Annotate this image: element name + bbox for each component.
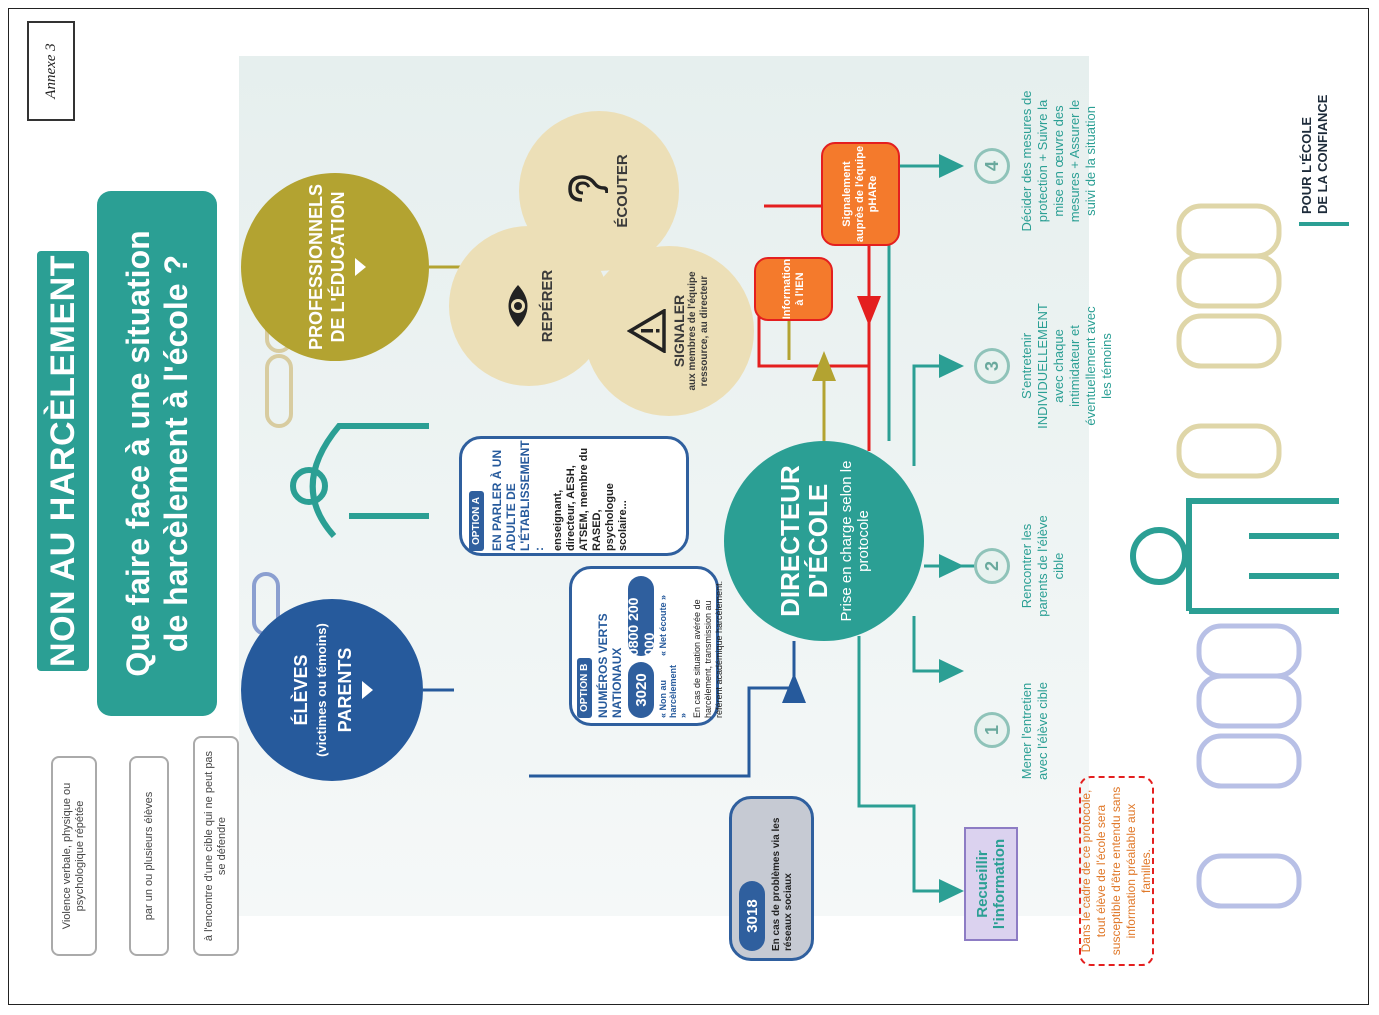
signaler-label: SIGNALER	[671, 294, 687, 368]
connector-lines	[423, 154, 1009, 903]
number-3018: 3018	[739, 881, 765, 951]
ear-icon	[567, 175, 608, 202]
students-parents-circle: ÉLÈVES (victimes ou témoins) PARENTS	[241, 599, 423, 781]
ien-box: Information à l'IEN	[754, 257, 833, 321]
step-2-badge: 2	[974, 548, 1010, 584]
phare-box: Signalement auprès de l'équipe pHARe	[821, 142, 900, 246]
person-icon	[1176, 313, 1282, 369]
step-2-text: Rencontrer les parents de l'élève cible	[1019, 515, 1066, 617]
definition-defenceless-target: à l'encontre d'une cible qui ne peut pas…	[193, 736, 239, 956]
ecouter-label: ÉCOUTER	[613, 154, 631, 228]
recueillir-box: Recueillir l'information	[964, 827, 1018, 941]
option-a-detail: enseignant, directeur, AESH, ATSEM, memb…	[552, 447, 629, 551]
person-icon	[265, 354, 293, 428]
number-3020-label: « Non au harcèlement »	[658, 664, 688, 718]
protocol-note: Dans le cadre de ce protocole, tout élèv…	[1079, 776, 1154, 966]
reperer-label: REPÉRER	[538, 269, 556, 343]
step-3-text: S'entretenir INDIVIDUELLEMENT avec chaqu…	[1019, 303, 1114, 429]
page-title: NON AU HARCÈLEMENT	[37, 251, 89, 671]
option-b-content: OPTION B NUMÉROS VERTS NATIONAUX 3020 08…	[577, 573, 724, 718]
step-1-text: Mener l'entretien avec l'élève cible	[1019, 682, 1050, 780]
definition-repeated-violence: Violence verbale, physique ou psychologi…	[51, 756, 97, 956]
person-icon	[1196, 623, 1302, 679]
eleves-label: ÉLÈVES	[291, 654, 311, 726]
profs-label-2: DE L'ÉDUCATION	[327, 191, 348, 343]
petal-reperer: REPÉRER	[449, 226, 609, 386]
brand-line-1: POUR L'ÉCOLE	[1299, 117, 1314, 214]
poster-canvas: Annexe 3 NON AU HARCÈLEMENT Que faire fa…	[9, 9, 1368, 1004]
poster-frame: Annexe 3 NON AU HARCÈLEMENT Que faire fa…	[8, 8, 1369, 1005]
option-a-heading: EN PARLER À UN ADULTE DE L'ÉTABLISSEMENT…	[490, 440, 546, 551]
person-icon	[1196, 853, 1302, 909]
profs-label-1: PROFESSIONNELS	[305, 183, 326, 351]
step-4-badge: 4	[974, 148, 1010, 184]
brand-block: POUR L'ÉCOLE DE LA CONFIANCE	[1299, 76, 1349, 226]
petal-ecouter: ÉCOUTER	[519, 111, 679, 271]
eye-icon	[508, 285, 527, 327]
parents-label: PARENTS	[335, 647, 355, 733]
director-circle: DIRECTEUR D'ÉCOLE Prise en charge selon …	[724, 441, 924, 641]
number-0800-label: « Net écoute »	[658, 594, 668, 656]
option-b-note: En cas de situation avérée de harcèlemen…	[692, 580, 724, 718]
option-b-heading: NUMÉROS VERTS NATIONAUX	[596, 613, 624, 718]
definition-by-students: par un ou plusieurs élèves	[129, 756, 169, 956]
number-0800: 0800 200 000	[625, 576, 657, 656]
director-label-3: Prise en charge selon le protocole	[838, 460, 872, 622]
triangle-down-icon	[354, 258, 366, 276]
warning-icon	[627, 309, 666, 353]
reseaux-label: En cas de problèmes via les réseaux soci…	[771, 817, 794, 951]
signaler-detail: aux membres de l'équipe ressource, au di…	[687, 271, 710, 391]
triangle-down-icon	[362, 681, 373, 699]
question-line-2: de harcèlement à l'école ?	[158, 254, 194, 653]
education-professionals-circle: PROFESSIONNELS DE L'ÉDUCATION	[241, 173, 429, 361]
person-icon	[1196, 733, 1302, 789]
question-line-1: Que faire face à une situation	[120, 230, 156, 677]
number-3020: 3020	[628, 662, 654, 718]
option-a-content: OPTION A EN PARLER À UN ADULTE DE L'ÉTAB…	[469, 440, 679, 551]
person-icon	[1176, 203, 1282, 259]
option-a-tag: OPTION A	[469, 491, 484, 551]
eleves-sub-label: (victimes ou témoins)	[314, 623, 329, 757]
step-3-badge: 3	[974, 348, 1010, 384]
person-icon	[1176, 253, 1282, 309]
step-1-badge: 1	[974, 712, 1010, 748]
person-icon	[1196, 673, 1302, 729]
option-b-tag: OPTION B	[577, 657, 592, 718]
person-icon	[1176, 423, 1282, 479]
reseaux-content: 3018 En cas de problèmes via les réseaux…	[739, 801, 809, 951]
director-label-2: D'ÉCOLE	[803, 483, 833, 599]
step-4-text: Décider des mesures de protection + Suiv…	[1019, 90, 1098, 232]
group-person-icon	[290, 423, 429, 539]
annex-label: Annexe 3	[27, 21, 75, 121]
petal-signaler: SIGNALER aux membres de l'équipe ressour…	[584, 246, 754, 416]
director-label-1: DIRECTEUR	[775, 465, 805, 617]
target-person-icon	[1130, 498, 1339, 614]
brand-line-2: DE LA CONFIANCE	[1315, 94, 1330, 214]
